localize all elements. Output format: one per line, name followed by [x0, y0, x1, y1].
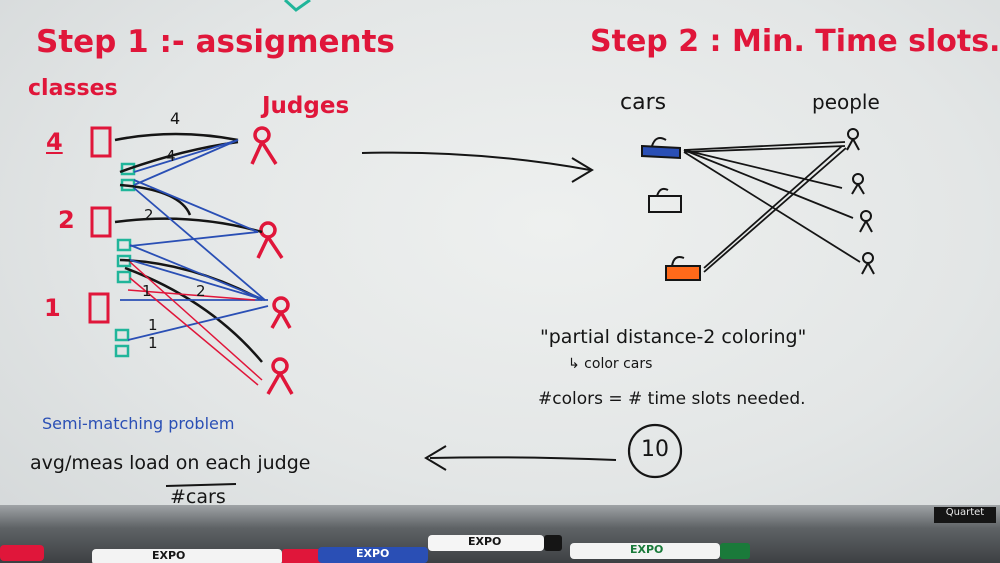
- edges-red: [127, 261, 263, 386]
- edge-label: 2: [144, 206, 154, 224]
- marker-cap-black: [544, 535, 562, 551]
- arrow-right: [361, 151, 591, 171]
- circled-number-outline: [627, 423, 683, 479]
- class-count-1: 1: [44, 294, 61, 322]
- edge-label: 1: [148, 316, 158, 334]
- marker-green[interactable]: EXPO: [570, 543, 720, 559]
- edge-label: 1: [142, 282, 152, 300]
- arrow-left: [429, 456, 617, 461]
- brand-logo: Quartet: [934, 507, 996, 523]
- edge-label: 4: [170, 109, 181, 128]
- avg-load-text: avg/meas load on each judge: [30, 452, 311, 474]
- arrowhead-right-icon: [571, 157, 594, 183]
- marker-brand-label: EXPO: [152, 549, 186, 562]
- edges-step2: [683, 141, 861, 273]
- class-count-4: 4: [46, 128, 63, 156]
- edge-label: 2: [196, 282, 206, 300]
- marker-cap-red: [282, 549, 322, 563]
- step1-title: Step 1 :- assigments: [36, 24, 395, 60]
- classes-label: classes: [28, 76, 118, 101]
- class-count-2: 2: [58, 206, 75, 234]
- marker-red-stub: [0, 545, 44, 561]
- marker-tray: EXPO EXPO EXPO EXPO Quartet: [0, 505, 1000, 563]
- circled-number: 10: [641, 437, 669, 462]
- teal-car-boxes: [114, 162, 136, 358]
- class-box-2: [90, 206, 112, 238]
- car-icons: [641, 137, 701, 281]
- fraction-bar: [165, 483, 237, 487]
- cars-denominator: #cars: [170, 486, 226, 508]
- marker-black[interactable]: EXPO: [428, 535, 544, 551]
- judges-label: Judges: [262, 93, 350, 119]
- semi-matching-label: Semi-matching problem: [42, 414, 235, 433]
- edge-label: 4: [166, 147, 176, 165]
- edges-blue: [120, 139, 269, 341]
- marker-brand-label: EXPO: [468, 535, 502, 548]
- people-icons: [846, 128, 875, 275]
- green-check-icon: [283, 0, 311, 12]
- people-label: people: [812, 90, 880, 114]
- marker-brand-label: EXPO: [356, 547, 390, 560]
- arrowhead-left-icon: [424, 445, 447, 471]
- color-cars-note: ↳ color cars: [568, 356, 653, 372]
- step2-title: Step 2 : Min. Time slots.: [590, 24, 1000, 59]
- class-box-1: [88, 292, 110, 324]
- edge-label: 1: [148, 334, 158, 352]
- cars-label: cars: [620, 90, 667, 115]
- colors-equation: #colors = # time slots needed.: [538, 389, 806, 409]
- marker-red[interactable]: EXPO: [92, 549, 282, 563]
- marker-brand-label: EXPO: [630, 543, 664, 556]
- marker-cap-green: [720, 543, 750, 559]
- judge-icons: [250, 126, 294, 395]
- coloring-text: "partial distance-2 coloring": [540, 326, 807, 348]
- marker-blue[interactable]: EXPO: [318, 547, 428, 563]
- class-box-4: [90, 126, 112, 158]
